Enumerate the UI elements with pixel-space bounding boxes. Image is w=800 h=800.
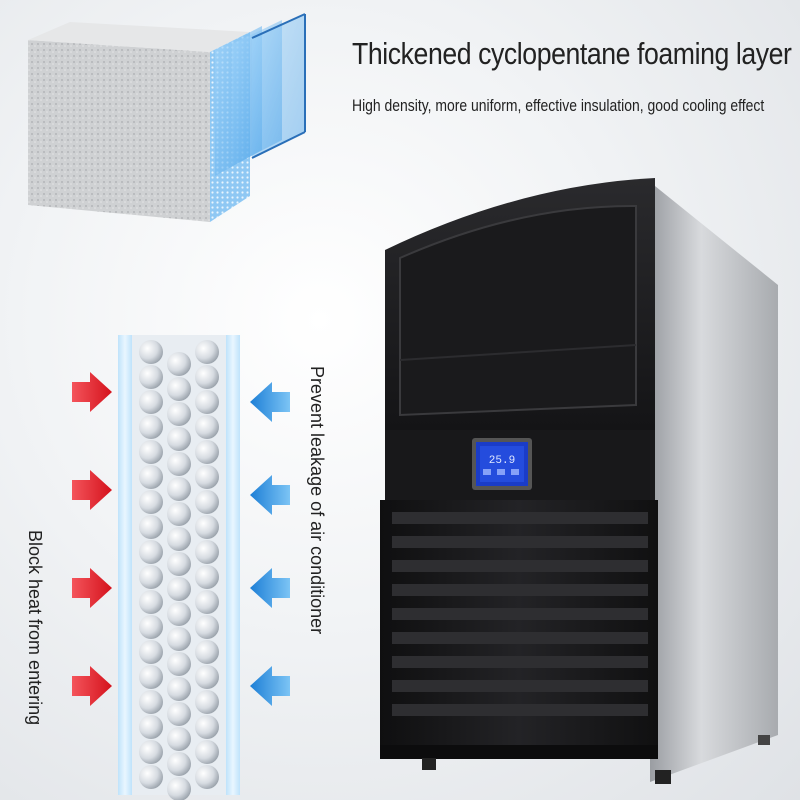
- insulation-bead: [195, 715, 219, 739]
- insulation-bead: [139, 440, 163, 464]
- insulation-bead: [195, 515, 219, 539]
- insulation-bead: [195, 415, 219, 439]
- insulation-bead: [139, 665, 163, 689]
- insulation-bead: [167, 702, 191, 726]
- foam-block-icon: [28, 13, 306, 222]
- vent-slats: [392, 512, 648, 716]
- feature-heading: Thickened cyclopentane foaming layer: [352, 36, 792, 71]
- insulation-bead: [195, 665, 219, 689]
- insulation-beads-icon: [118, 335, 240, 800]
- insulation-bead: [167, 427, 191, 451]
- insulation-bead: [195, 640, 219, 664]
- insulation-bead: [139, 715, 163, 739]
- insulation-bead: [167, 377, 191, 401]
- machine-foot: [758, 735, 770, 745]
- insulation-bead: [139, 415, 163, 439]
- insulation-bead: [139, 365, 163, 389]
- machine-foot: [655, 770, 671, 784]
- insulation-bead: [167, 477, 191, 501]
- insulation-bead: [195, 390, 219, 414]
- insulation-bead: [139, 515, 163, 539]
- steel-side-panel: [650, 182, 778, 782]
- insulation-bead: [167, 527, 191, 551]
- insulation-bead: [139, 640, 163, 664]
- feature-subheading: High density, more uniform, effective in…: [352, 96, 765, 115]
- insulation-bead: [195, 440, 219, 464]
- side-label-right: Prevent leakage of air conditioner: [307, 366, 327, 635]
- insulation-bead: [167, 577, 191, 601]
- insulation-bead: [167, 627, 191, 651]
- insulation-bead: [139, 390, 163, 414]
- insulation-bead: [195, 690, 219, 714]
- insulation-bead: [195, 340, 219, 364]
- insulation-bead: [167, 602, 191, 626]
- machine-foot: [422, 758, 436, 770]
- insulation-bead: [167, 752, 191, 776]
- insulation-bead: [139, 340, 163, 364]
- insulation-bead: [167, 652, 191, 676]
- side-label-left: Block heat from entering: [25, 530, 45, 726]
- insulation-bead: [195, 765, 219, 789]
- insulation-bead: [139, 490, 163, 514]
- insulation-bead: [167, 777, 191, 800]
- insulation-bead: [139, 615, 163, 639]
- insulation-bead: [139, 690, 163, 714]
- insulation-bead: [195, 565, 219, 589]
- insulation-bead: [167, 552, 191, 576]
- insulation-bead: [167, 352, 191, 376]
- insulation-bead: [167, 727, 191, 751]
- insulation-bead: [139, 765, 163, 789]
- insulation-bead: [139, 465, 163, 489]
- insulation-bead: [139, 590, 163, 614]
- insulation-bead: [195, 465, 219, 489]
- lcd-display-icon: 25.9: [472, 438, 532, 490]
- insulation-bead: [167, 677, 191, 701]
- insulation-bead: [167, 452, 191, 476]
- insulation-bead: [195, 615, 219, 639]
- insulation-bead: [167, 502, 191, 526]
- display-readout: 25.9: [489, 455, 515, 467]
- insulation-bead: [139, 740, 163, 764]
- cold-arrow-icon: [250, 382, 290, 706]
- insulation-bead: [139, 540, 163, 564]
- ice-machine: [380, 178, 778, 784]
- insulation-bead: [195, 740, 219, 764]
- insulation-bead: [139, 565, 163, 589]
- insulation-bead: [195, 590, 219, 614]
- insulation-bead: [195, 540, 219, 564]
- heat-arrow-icon: [72, 372, 112, 706]
- insulation-bead: [195, 490, 219, 514]
- insulation-bead: [195, 365, 219, 389]
- insulation-bead: [167, 402, 191, 426]
